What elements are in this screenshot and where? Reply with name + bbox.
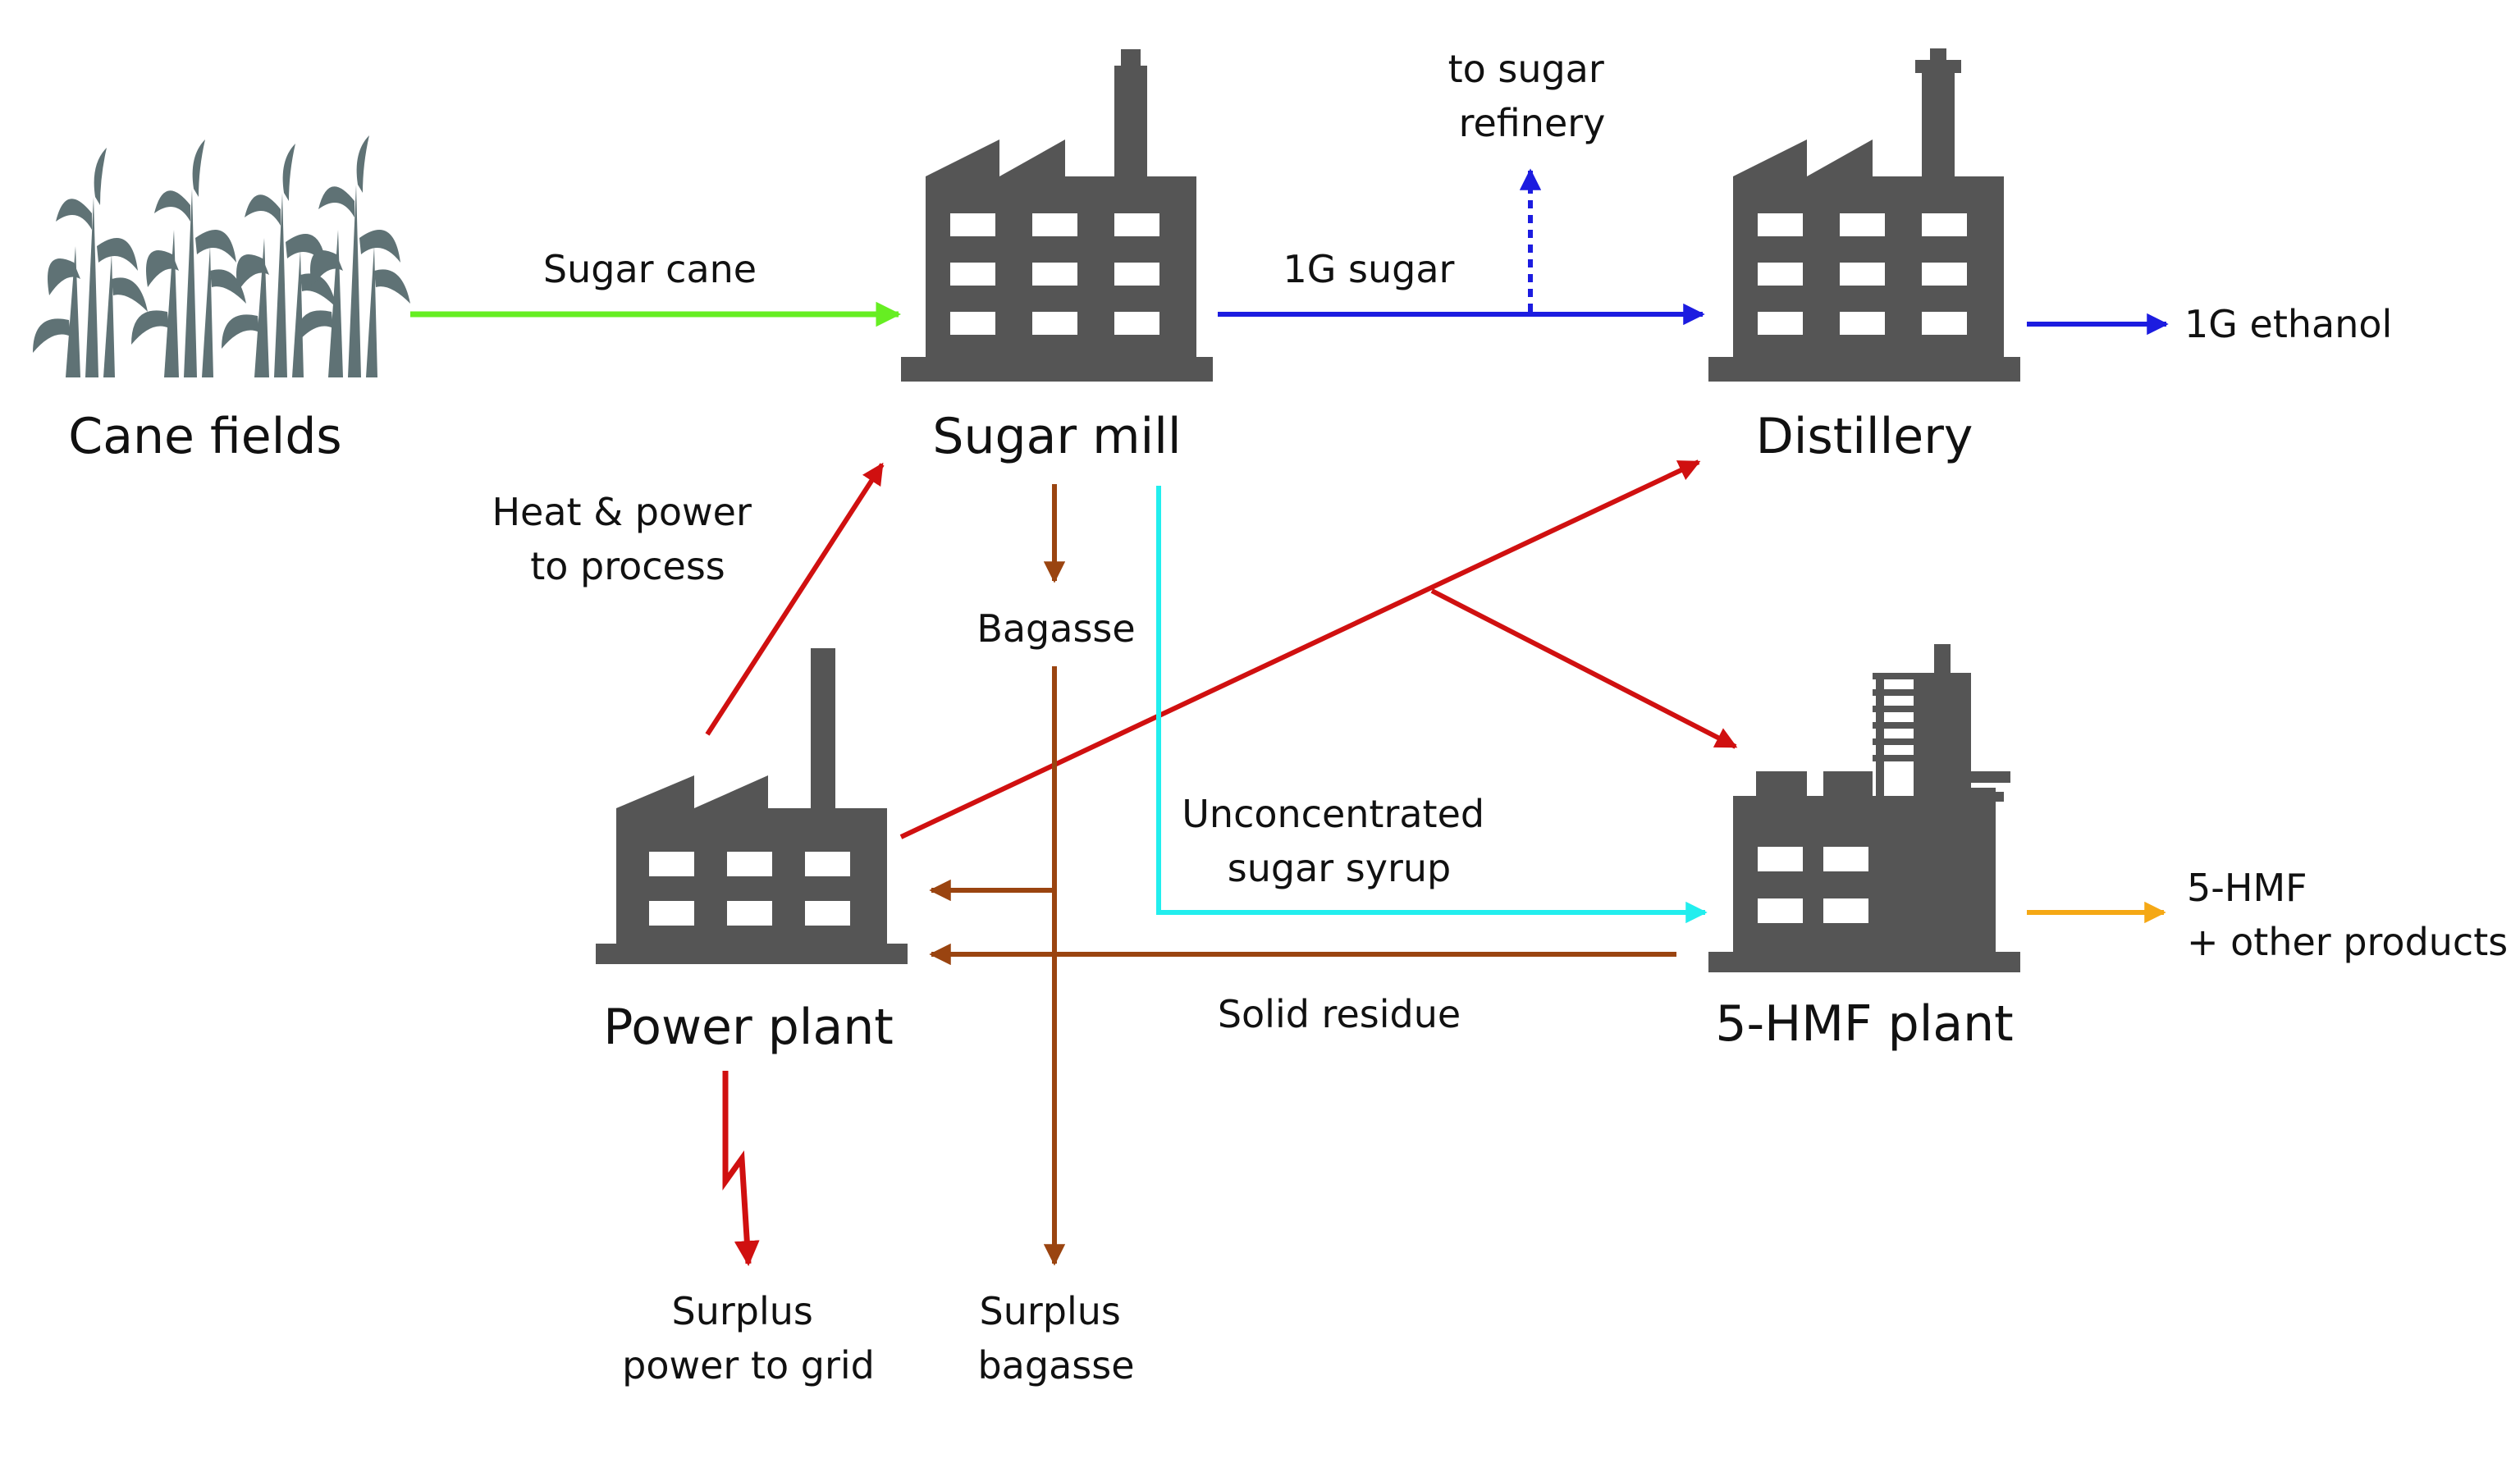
flow-label-sugar-1g: 1G sugar — [1283, 247, 1455, 291]
power-plant-factory-icon — [596, 648, 908, 964]
power-to-hmf-arrow — [1430, 588, 1738, 749]
flow-label-heat-power: Heat & power to process — [492, 490, 763, 588]
sugar-mill-factory-icon — [901, 49, 1213, 382]
sugarcane-icon — [33, 135, 410, 377]
node-label-distillery: Distillery — [1756, 408, 1973, 465]
flow-label-refinery: to sugar refinery — [1448, 47, 1617, 145]
flow-label-syrup: Unconcentrated sugar syrup — [1182, 792, 1496, 890]
node-label-power-plant: Power plant — [603, 999, 894, 1056]
flow-label-solid-residue: Solid residue — [1218, 992, 1461, 1036]
heat-power-to-mill-arrow — [705, 462, 885, 736]
node-label-sugar-mill: Sugar mill — [932, 408, 1181, 465]
flow-label-hmf-products: 5-HMF + other products — [2187, 866, 2508, 964]
power-to-distillery-arrow — [899, 459, 1701, 839]
node-label-cane-fields: Cane fields — [68, 408, 341, 465]
flow-label-ethanol-1g: 1G ethanol — [2184, 302, 2392, 346]
hmf-plant-factory-icon — [1708, 644, 2020, 972]
node-label-hmf-plant: 5-HMF plant — [1715, 995, 2013, 1053]
flow-label-surplus-power: Surplus power to grid — [622, 1289, 875, 1388]
flow-label-sugar-cane: Sugar cane — [543, 247, 757, 291]
surplus-power-arrow — [722, 1071, 760, 1267]
flow-label-bagasse: Bagasse — [976, 606, 1135, 651]
distillery-factory-icon — [1708, 48, 2020, 382]
syrup-arrow — [1156, 486, 1708, 924]
flow-label-surplus-bagasse: Surplus bagasse — [977, 1289, 1134, 1388]
